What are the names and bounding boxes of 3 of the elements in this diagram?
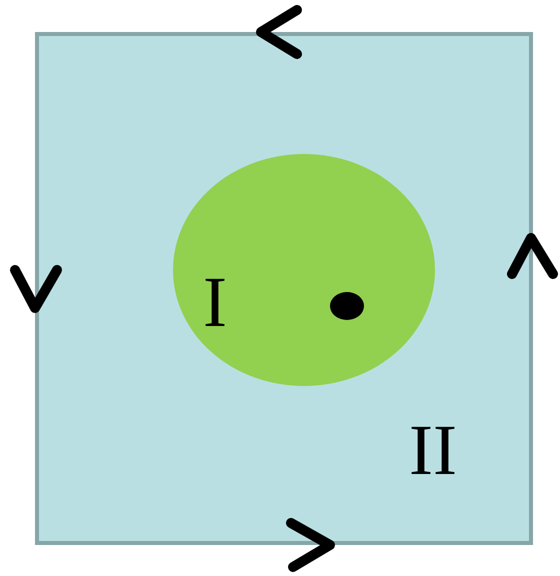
region-label: I <box>203 266 227 338</box>
region-square <box>35 32 533 545</box>
region-label: II <box>409 414 457 486</box>
